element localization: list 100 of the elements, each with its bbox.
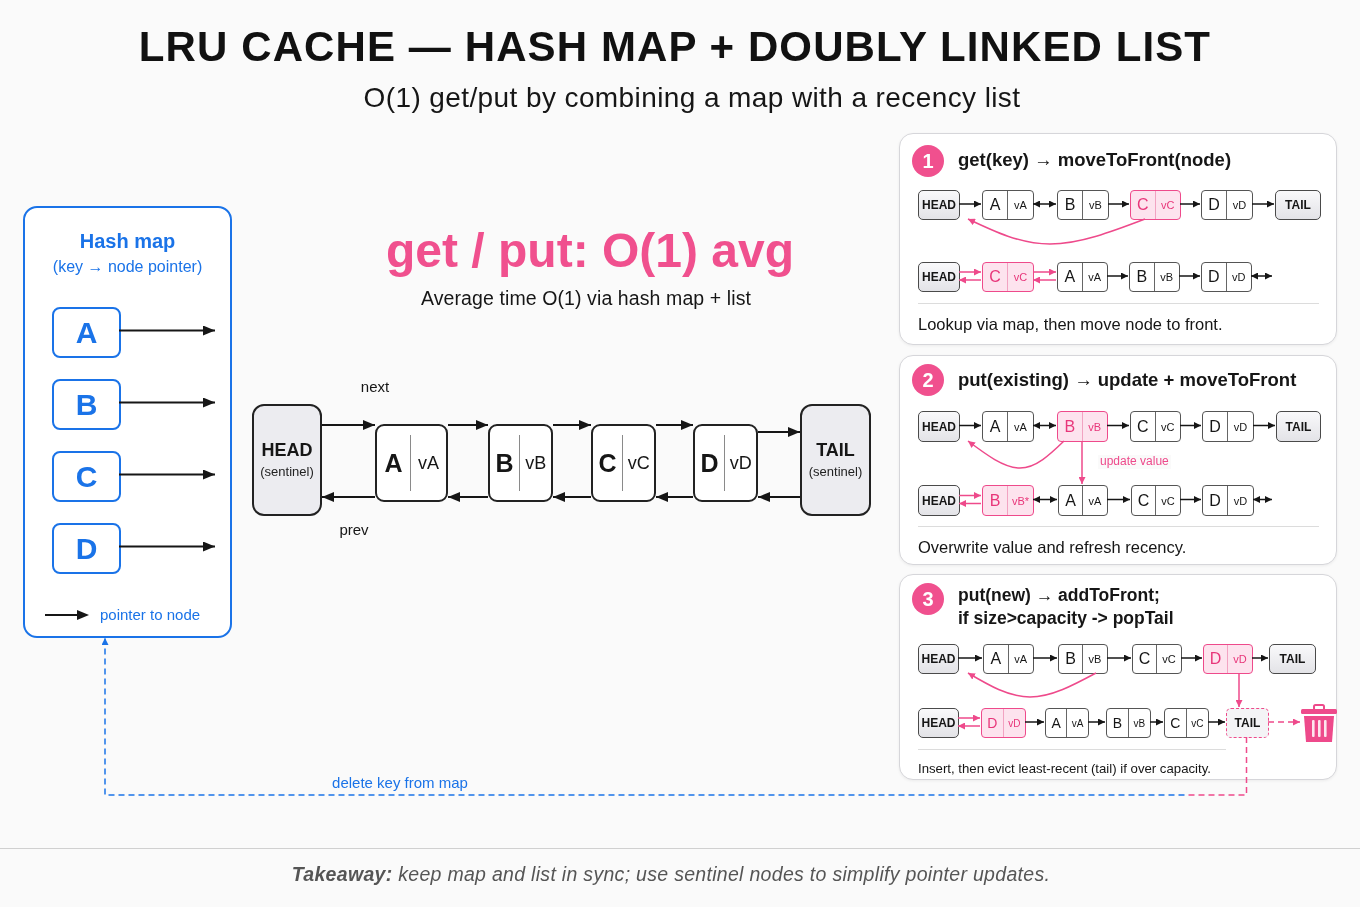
node-value: vA: [418, 452, 440, 474]
legend-text: pointer to node: [100, 605, 201, 625]
sentinel-node: [918, 411, 960, 442]
node-key: D: [1207, 268, 1220, 286]
list-node: [1164, 708, 1209, 738]
arrow: [322, 492, 375, 502]
node-key: C: [1136, 417, 1149, 436]
step-title: get(key) → moveToFront(node): [958, 148, 1232, 171]
node-key: A: [1064, 268, 1076, 286]
complexity-headline: get / put: O(1) avg: [386, 222, 794, 278]
arrow: [656, 492, 693, 502]
node-value: vD: [1008, 717, 1021, 729]
list-node: [488, 424, 553, 502]
list-node: [1201, 262, 1252, 292]
arrow: [958, 276, 982, 284]
sentinel-node: [918, 708, 959, 738]
arrow: [1078, 440, 1086, 485]
list-node: [1131, 485, 1181, 516]
step-panel: [899, 133, 1337, 345]
sentinel-label: TAIL: [1285, 419, 1312, 434]
node-value: vB: [1088, 653, 1102, 665]
panel-subheading: (key → node pointer): [52, 257, 203, 277]
sentinel-note: (sentinel): [260, 463, 314, 481]
dashed-arrow: [101, 637, 1248, 796]
step-title: put(existing) → update + moveToFront: [958, 368, 1297, 391]
node-value: vA: [1014, 653, 1028, 665]
arrow: [1032, 268, 1057, 276]
sentinel-label: HEAD: [921, 716, 956, 730]
map-key-box: [52, 523, 121, 574]
node-value: vB: [525, 452, 547, 474]
arrow: [1149, 718, 1164, 726]
node-value: vC: [1191, 717, 1204, 729]
dashed-sentinel-node: [1226, 708, 1269, 738]
arrow: [448, 492, 488, 502]
arrow: [1106, 654, 1132, 662]
highlighted-list-node: [1130, 190, 1181, 220]
node-value: vA: [1014, 420, 1027, 433]
step-number: 1: [922, 149, 934, 173]
sentinel-node: [800, 404, 871, 516]
list-node: [1130, 411, 1181, 442]
sentinel-node: [918, 190, 960, 220]
arrow: [1178, 272, 1201, 280]
hash-map-panel: [23, 206, 232, 638]
arrow: [553, 420, 591, 430]
map-key-box: [52, 307, 121, 358]
sentinel-label: HEAD: [922, 198, 956, 212]
list-node: [693, 424, 758, 502]
sentinel-label: TAIL: [1285, 198, 1311, 212]
arrow: [448, 420, 488, 430]
curved-arrow: [967, 218, 1146, 245]
arrow: [1235, 672, 1243, 708]
arrow: [119, 325, 215, 336]
node-value: vC: [1161, 420, 1175, 433]
node-key: B: [1112, 715, 1122, 731]
node-value: vC: [1162, 653, 1176, 665]
sentinel-node: [918, 485, 960, 516]
list-node: [1202, 485, 1254, 516]
node-key: B: [495, 448, 514, 478]
dashed-arrow: [1267, 718, 1301, 726]
curved-arrow: [967, 440, 1065, 469]
highlighted-list-node: [982, 485, 1034, 516]
edge-label: update value: [1098, 455, 1171, 469]
node-value: vC: [1161, 494, 1175, 507]
highlighted-list-node: [1057, 411, 1108, 442]
list-node: [1057, 190, 1109, 220]
step-panel: [899, 355, 1337, 565]
arrow: [1179, 496, 1202, 503]
node-value: vB: [1089, 199, 1102, 211]
sentinel-label: HEAD: [921, 652, 956, 666]
node-key: D: [1209, 650, 1222, 668]
sentinel-label: TAIL: [816, 439, 855, 461]
list-node: [1058, 485, 1108, 516]
node-value: vB*: [1011, 494, 1030, 507]
map-key-box: [52, 379, 121, 430]
arrow: [1106, 496, 1131, 503]
key-letter: A: [75, 315, 98, 350]
sentinel-note: (sentinel): [808, 463, 863, 481]
list-node: [375, 424, 448, 502]
node-value: vD: [1232, 271, 1246, 283]
node-key: D: [987, 715, 998, 731]
node-key: D: [1209, 417, 1221, 436]
node-value: vC: [1161, 199, 1175, 211]
arrow: [1251, 654, 1269, 662]
double-arrow: [1032, 200, 1057, 208]
arrow: [1180, 654, 1203, 662]
trash-icon: [1301, 704, 1337, 742]
double-arrow: [1032, 496, 1058, 503]
arrow: [119, 469, 215, 480]
step-description: Insert, then evict least-recent (tail) if over capacity.: [918, 760, 1211, 778]
highlighted-list-node: [1203, 644, 1253, 674]
highlighted-list-node: [982, 262, 1034, 292]
node-key: D: [1208, 196, 1220, 214]
arrow: [758, 427, 800, 437]
arrow: [958, 200, 982, 208]
complexity-note: Average time O(1) via hash map + list: [420, 286, 752, 310]
list-node: [983, 644, 1034, 674]
step-description: Lookup via map, then move node to front.: [918, 315, 1223, 334]
sentinel-label: HEAD: [922, 270, 956, 284]
node-key: B: [1136, 268, 1148, 286]
list-node: [1129, 262, 1180, 292]
